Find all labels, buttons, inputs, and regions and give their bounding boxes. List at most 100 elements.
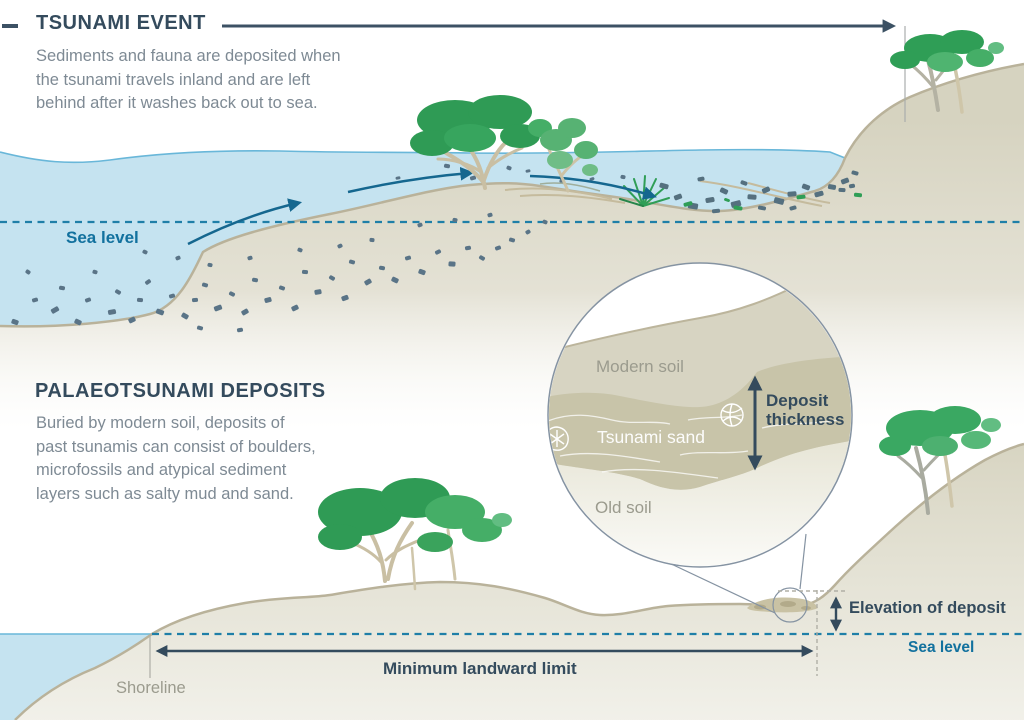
sediment-speck <box>278 285 286 291</box>
microfossil-icon <box>720 403 744 427</box>
sediment-speck <box>107 309 117 315</box>
sediment-speck <box>378 265 386 271</box>
slope-trees-icon <box>879 406 1001 515</box>
sediment-speck <box>525 169 531 173</box>
sediment-speck <box>589 177 595 181</box>
sediment-speck <box>827 184 837 190</box>
sediment-speck <box>673 193 683 201</box>
sediment-speck <box>506 165 512 171</box>
sediment-speck <box>478 255 486 261</box>
sediment-speck <box>801 183 811 191</box>
sediment-speck <box>620 174 626 180</box>
flooded-trees-icon <box>410 95 598 193</box>
sediment-speck <box>525 229 531 235</box>
bottom-land-surface-line <box>14 442 1024 720</box>
sediment-speck <box>733 205 743 211</box>
sediment-speck <box>705 196 715 204</box>
sediment-speck <box>201 282 209 288</box>
buried-deposit-flecks <box>754 601 811 610</box>
top-scene-description: Sediments and fauna are deposited when t… <box>36 45 341 116</box>
sediment-speck <box>92 269 98 275</box>
top-land-surface-line <box>0 62 1024 328</box>
sediment-speck <box>773 197 785 205</box>
sediment-speck <box>711 208 721 214</box>
sediment-speck <box>74 318 82 326</box>
sediment-speck <box>452 217 458 223</box>
elevation-of-deposit-label: Elevation of deposit <box>849 599 1006 617</box>
top-water <box>0 149 845 327</box>
description-line: layers such as salty mud and sand. <box>36 484 294 503</box>
sediment-speck <box>337 243 343 249</box>
sediment-speck <box>213 304 223 312</box>
measurement-guides <box>778 590 848 676</box>
sediment-speck <box>328 275 336 281</box>
tsunami-flow-arrows <box>187 166 657 246</box>
top-scene-title: TSUNAMI EVENT <box>36 12 206 34</box>
sediment-speck <box>348 259 356 265</box>
bottom-scene-description: Buried by modern soil, deposits of past … <box>36 412 316 506</box>
sediment-speck <box>724 197 730 203</box>
sediment-speck <box>191 297 199 303</box>
sediment-speck <box>787 191 797 197</box>
sediment-speck <box>487 212 493 218</box>
shoreline-label: Shoreline <box>116 679 186 697</box>
modern-soil-label: Modern soil <box>596 357 684 376</box>
sediment-speck <box>181 312 189 320</box>
sediment-speck <box>448 261 456 267</box>
sediment-speck <box>228 291 236 297</box>
sediment-speck <box>840 177 850 185</box>
sediment-speck <box>314 289 322 295</box>
description-line: behind after it washes back out to sea. <box>36 94 318 112</box>
inset-old-soil-layer <box>549 440 851 566</box>
sediment-speck <box>796 194 806 200</box>
sediment-speck <box>391 276 399 284</box>
sand-lamination-lines <box>549 414 839 479</box>
sediment-speck <box>168 293 176 299</box>
hilltop-trees-icon <box>890 30 1004 114</box>
sediment-speck <box>25 269 31 275</box>
sediment-speck <box>697 176 705 182</box>
sediment-speck <box>341 294 349 302</box>
microfossil-icon <box>549 426 569 451</box>
sediment-speck <box>719 187 729 195</box>
sediment-speck <box>757 205 767 211</box>
sediment-speck <box>241 308 249 316</box>
sediment-speck <box>838 187 846 193</box>
sediment-speck <box>264 297 272 303</box>
sediment-speck <box>395 176 401 180</box>
sediment-speck <box>730 200 742 208</box>
sediment-speck <box>84 297 92 303</box>
bottom-sea-level-label: Sea level <box>908 639 975 656</box>
sediment-speck <box>848 183 856 189</box>
sediment-speck <box>155 308 165 316</box>
sediment-speck <box>404 255 412 261</box>
deposited-debris <box>659 170 863 214</box>
sediment-speck <box>434 249 442 255</box>
sediment-speck <box>31 297 39 303</box>
description-line: microfossils and atypical sediment <box>36 461 287 479</box>
sediment-speck <box>136 297 144 303</box>
sediment-speck <box>50 306 60 314</box>
tsunami-sand-label: Tsunami sand <box>597 427 705 447</box>
sediment-speck <box>297 247 303 253</box>
bottom-scene-title: PALAEOTSUNAMI DEPOSITS <box>35 380 326 402</box>
description-line: past tsunamis can consist of boulders, <box>36 437 316 456</box>
sediment-speck <box>494 245 502 251</box>
sediment-speck <box>464 245 472 251</box>
sediment-speck <box>128 316 136 324</box>
mound-trees-icon <box>318 478 512 591</box>
sediment-speck <box>175 255 181 261</box>
sediment-speck <box>196 325 204 331</box>
sediment-speck <box>11 318 19 326</box>
sediment-speck <box>207 262 213 268</box>
deposit-thickness-label: Deposit thickness <box>766 391 845 429</box>
sediment-speck <box>542 219 548 225</box>
sediment-speck <box>761 186 771 194</box>
minimum-landward-limit-label: Minimum landward limit <box>383 659 577 678</box>
description-line: Sediments and fauna are deposited when <box>36 47 341 65</box>
flow-arrow-icon <box>347 166 475 194</box>
sediment-speck <box>747 194 757 200</box>
top-water-surface-line <box>0 148 846 164</box>
sediment-speck <box>58 285 66 291</box>
